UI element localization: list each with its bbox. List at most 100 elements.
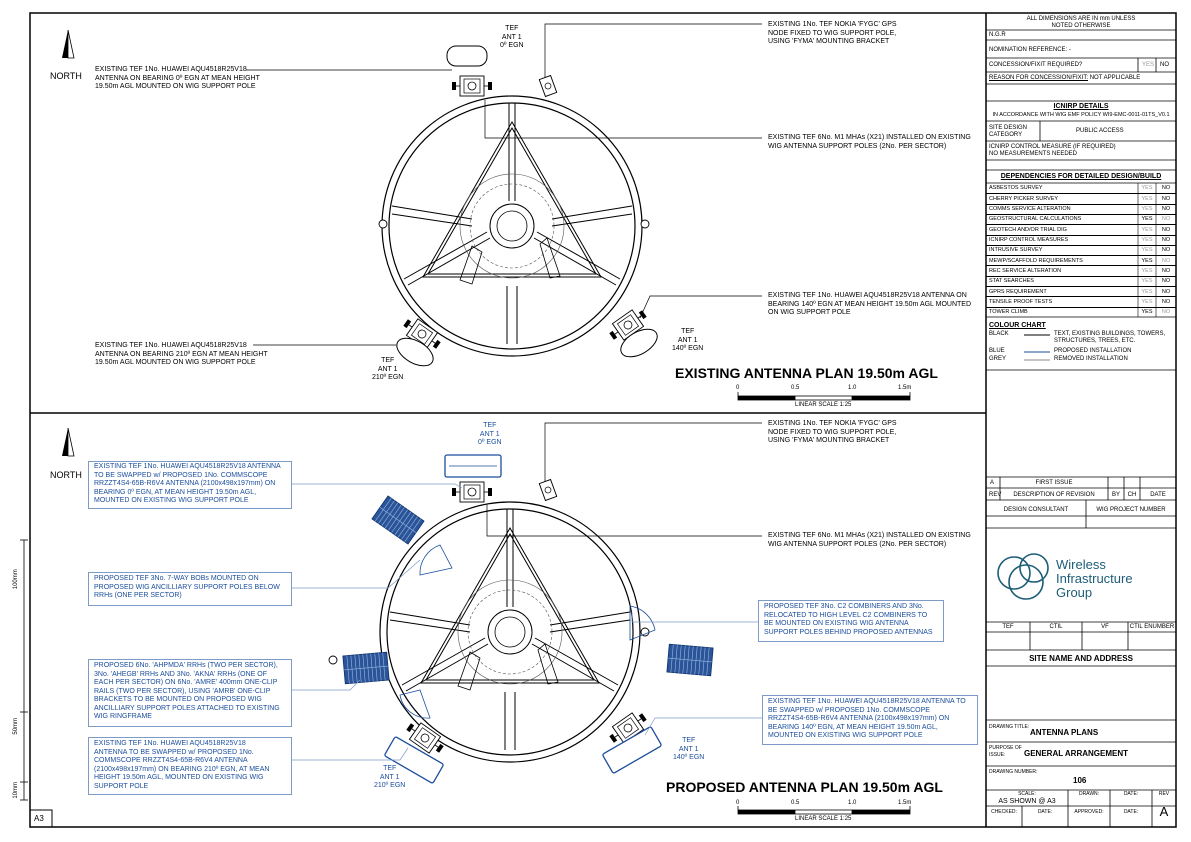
dependency-no: NO xyxy=(1161,257,1171,264)
scale-tick-0: 0 xyxy=(736,385,740,391)
dependency-row: GEOTECH AND/OR TRIAL DIG YES NO xyxy=(986,224,1176,234)
drawing-number: 106 xyxy=(1073,776,1087,785)
site-name-address: SITE NAME AND ADDRESS xyxy=(1029,654,1133,663)
scale-tick-p0: 0 xyxy=(736,800,740,806)
colour-desc-blue: PROPOSED INSTALLATION xyxy=(1054,348,1132,354)
callout-box-b5 xyxy=(758,600,944,642)
approved-label: APPROVED: xyxy=(1074,809,1104,815)
dependency-label: ICNIRP CONTROL MEASURES xyxy=(989,237,1069,244)
concession-no: NO xyxy=(1160,62,1169,68)
concession-yes: YES xyxy=(1142,62,1155,68)
dependency-yes: YES xyxy=(1141,216,1153,223)
rev-label: REV xyxy=(1158,791,1170,797)
dependency-label: ASBESTOS SURVEY xyxy=(989,184,1043,191)
note-proposed-b3: PROPOSED 6No. 'AHPMDA' RRHs (TWO PER SEC… xyxy=(94,662,280,720)
scale-tick-05: 0.5 xyxy=(791,385,800,391)
reason-row: REASON FOR CONCESSION/FIXIT: NOT APPLICA… xyxy=(989,75,1141,81)
dependency-row: COMMS SERVICE ALTERATION YES NO xyxy=(986,203,1176,214)
colour-desc-grey: REMOVED INSTALLATION xyxy=(1054,356,1128,362)
callout-box-b4 xyxy=(88,737,292,795)
drawing-title-label: DRAWING TITLE: xyxy=(989,724,1030,730)
dependency-label: MEWP/SCAFFOLD REQUIREMENTS xyxy=(989,257,1083,264)
scale-label-10: 10mm xyxy=(13,781,20,799)
callout-box-b3 xyxy=(88,659,292,727)
colour-name-blue: BLUE xyxy=(989,348,1005,354)
note-proposed-k2: EXISTING TEF 6No. M1 MHAs (X21) INSTALLE… xyxy=(768,532,971,548)
scale-label-tb: SCALE: xyxy=(1018,791,1036,797)
row-ctil: CTIL xyxy=(1049,624,1063,630)
dependency-no: NO xyxy=(1161,288,1171,295)
scale-value: AS SHOWN @ A3 xyxy=(998,798,1056,805)
icnirp-title: ICNIRP DETAILS xyxy=(1053,103,1109,110)
dependency-yes: YES xyxy=(1141,278,1153,285)
scale-label-proposed: LINEAR SCALE 1:25 xyxy=(795,816,852,822)
dependency-label: COMMS SERVICE ALTERATION xyxy=(989,206,1071,213)
proposed-plan-title: PROPOSED ANTENNA PLAN 19.50m AGL xyxy=(666,779,943,795)
note-proposed-b6: EXISTING TEF 1No. HUAWEI AQU4518R25V18 A… xyxy=(768,698,966,739)
dependency-label: TOWER CLIMB xyxy=(989,309,1028,316)
revision-rev: A xyxy=(990,480,995,486)
dependency-no: NO xyxy=(1161,216,1171,223)
dependency-label: STAT SEARCHES xyxy=(989,278,1034,285)
dependency-label: GEOSTRUCTURAL CALCULATIONS xyxy=(989,216,1082,223)
concession-question: CONCESSION/FIXIT REQUIRED? xyxy=(989,62,1083,68)
dependency-no: NO xyxy=(1161,247,1171,254)
date-label-1: DATE: xyxy=(1123,791,1139,797)
scale-tick-p10: 1.0 xyxy=(848,800,857,806)
scale-label-50: 50mm xyxy=(13,717,20,735)
dependency-label: INTRUSIVE SURVEY xyxy=(989,247,1043,254)
dependency-yes: YES xyxy=(1141,226,1153,233)
scale-tick-p15: 1.5m xyxy=(898,800,912,806)
dependency-yes: YES xyxy=(1141,288,1153,295)
dependency-label: GEOTECH AND/OR TRIAL DIG xyxy=(989,226,1067,233)
rev-header-by: BY xyxy=(1111,492,1120,498)
design-consultant: DESIGN CONSULTANT xyxy=(1003,507,1069,513)
dependency-label: REC SERVICE ALTERATION xyxy=(989,267,1062,274)
dependency-no: NO xyxy=(1161,226,1171,233)
dependency-row: REC SERVICE ALTERATION YES NO xyxy=(986,265,1176,275)
callout-box-b6 xyxy=(762,695,978,745)
colour-chart-title: COLOUR CHART xyxy=(989,322,1046,329)
dependency-no: NO xyxy=(1161,206,1171,213)
scale-tick-10: 1.0 xyxy=(848,385,857,391)
dependency-label: GPRS REQUIREMENT xyxy=(989,288,1047,295)
dependency-label: TENSILE PROOF TESTS xyxy=(989,298,1053,305)
dependency-yes: YES xyxy=(1141,184,1153,191)
colour-name-grey: GREY xyxy=(989,356,1007,362)
dependency-row: GEOSTRUCTURAL CALCULATIONS YES NO xyxy=(986,213,1176,224)
dependency-yes: YES xyxy=(1141,267,1153,274)
nomination-ref: NOMINATION REFERENCE: - xyxy=(989,47,1071,53)
dependency-no: NO xyxy=(1161,195,1171,202)
dependency-no: NO xyxy=(1161,309,1171,316)
drawn-label: DRAWN: xyxy=(1078,791,1100,797)
rev-header-ch: CH xyxy=(1127,492,1137,498)
date-label-2: DATE: xyxy=(1037,809,1053,815)
dependency-yes: YES xyxy=(1141,206,1153,213)
note-existing-n4: EXISTING TEF 1No. HUAWEI AQU4518R25V18 A… xyxy=(768,292,972,316)
dependency-label: CHERRY PICKER SURVEY xyxy=(989,195,1059,202)
purpose-value: GENERAL ARRANGEMENT xyxy=(1024,749,1129,758)
dependency-yes: YES xyxy=(1141,298,1153,305)
scale-tick-15: 1.5m xyxy=(898,385,912,391)
dependency-no: NO xyxy=(1161,267,1171,274)
